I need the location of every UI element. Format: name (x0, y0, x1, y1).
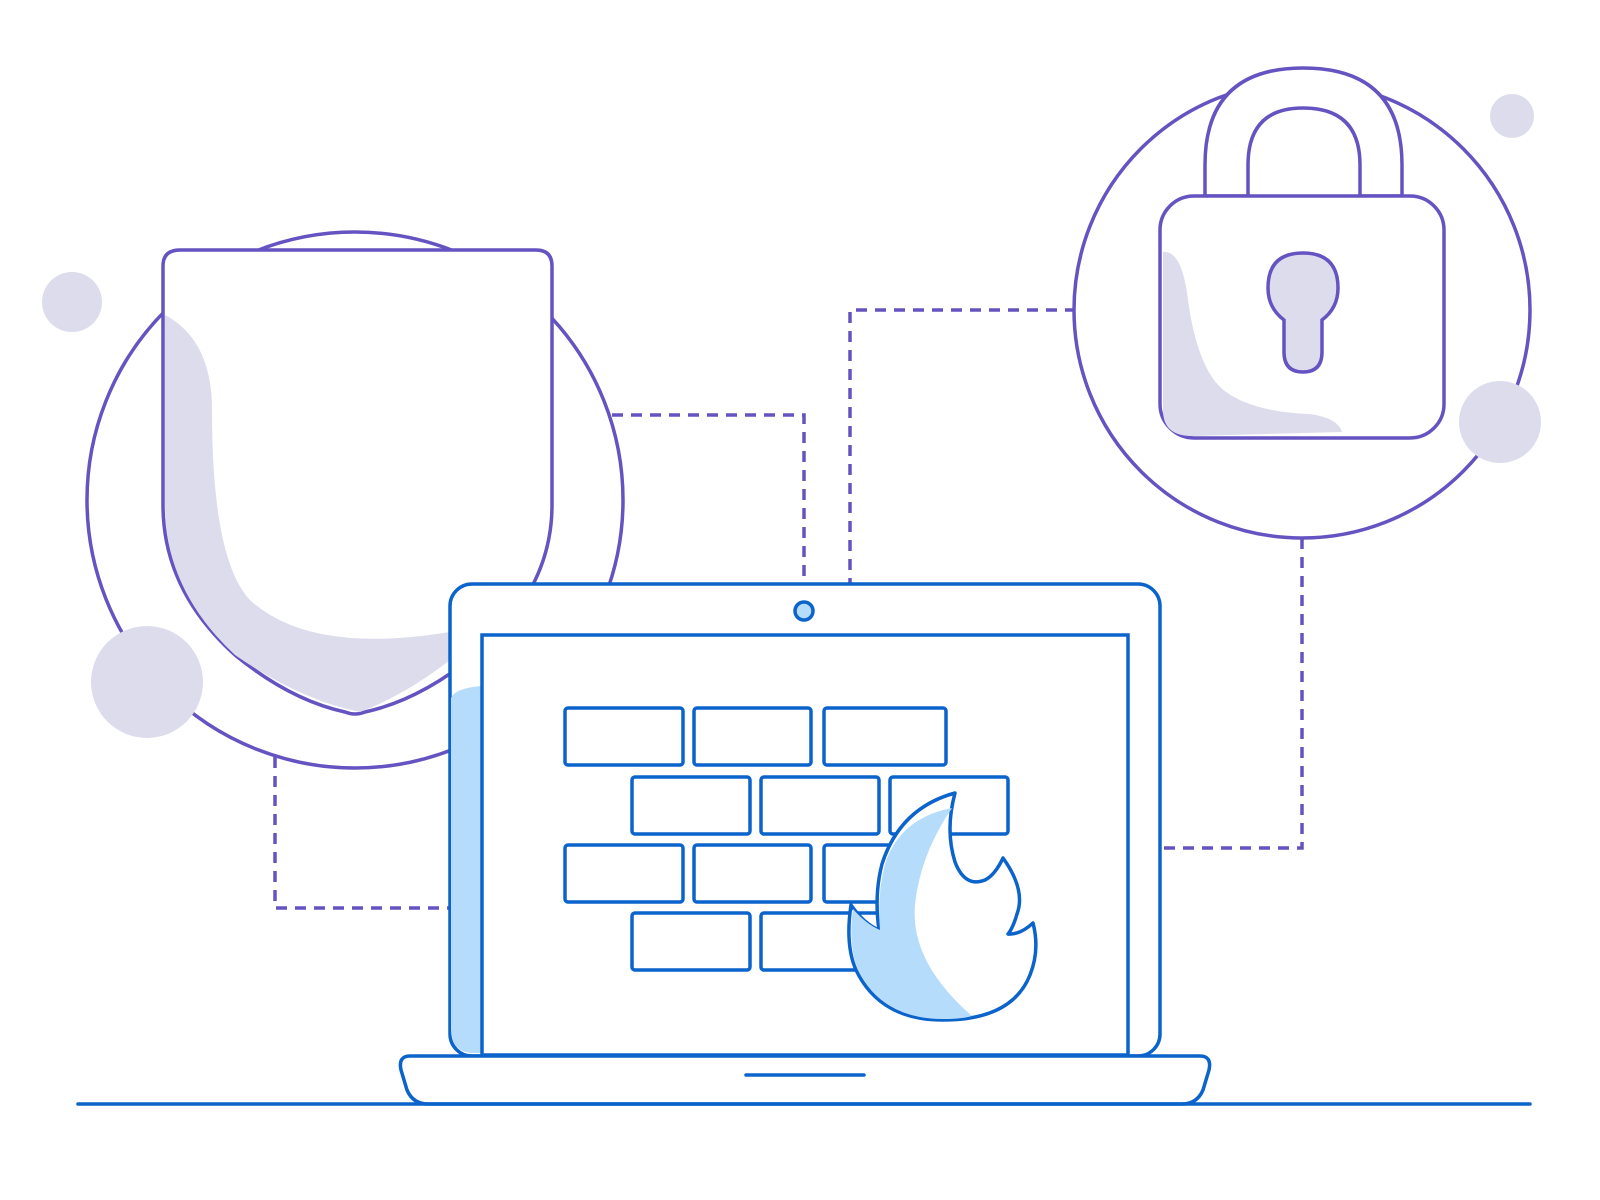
laptop-base (398, 1054, 1212, 1106)
brick (563, 843, 685, 904)
shield-badge (85, 230, 625, 770)
brick (692, 706, 813, 767)
decorative-dot (1490, 94, 1534, 138)
lock-shackle (1203, 66, 1404, 198)
brick (822, 706, 948, 767)
brick (759, 775, 881, 836)
decorative-dot (42, 272, 102, 332)
flame-icon (847, 791, 1038, 1022)
connector-lock-to-laptop-top (848, 308, 1076, 585)
connector-shield-to-laptop-side (273, 757, 450, 910)
lock-shadow (1163, 251, 1342, 436)
webcam-icon (793, 600, 815, 622)
dashed-connectors (273, 308, 1304, 910)
laptop-icon (398, 582, 1212, 1106)
keyhole-icon (1266, 251, 1340, 374)
connector-lock-to-laptop-side (1162, 538, 1304, 850)
decorative-dots (42, 94, 1534, 332)
laptop-lid-highlight (451, 686, 482, 1053)
brick (692, 843, 813, 904)
brick (630, 911, 752, 972)
padlock-badge (1072, 66, 1541, 540)
brick (630, 775, 752, 836)
shield-shadow (165, 315, 450, 712)
decorative-dot (1459, 381, 1541, 463)
flame-inner-fill (851, 808, 972, 1019)
brick (563, 706, 685, 767)
connector-shield-to-laptop-top (612, 413, 806, 585)
decorative-dot (91, 626, 203, 738)
